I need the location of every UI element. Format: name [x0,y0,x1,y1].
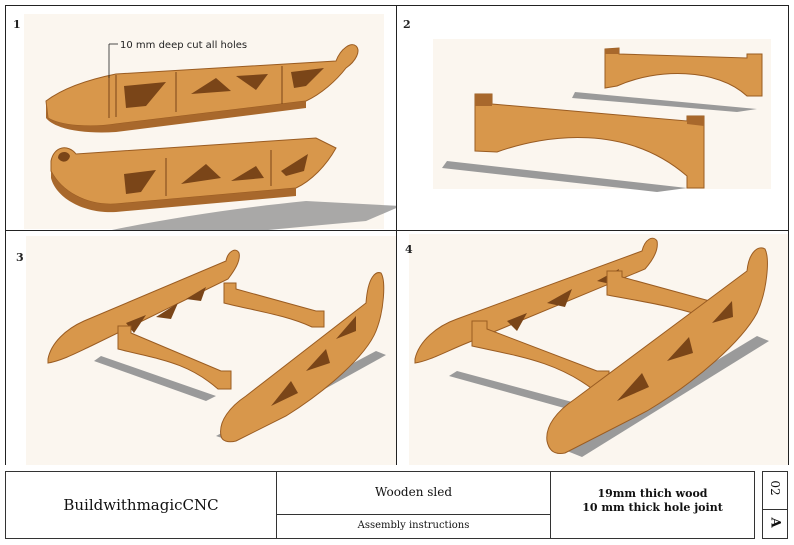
top-side-rail [45,44,359,127]
bottom-rail-hole [281,154,308,176]
author-name: BuildwithmagicCNC [63,496,219,514]
bottom-side-rail-edge [51,171,296,213]
back-rail-hole [507,313,527,331]
front-crossbar-tenon [475,94,492,106]
rear-crossbar [223,282,325,328]
title-block-sheet-title-cell [276,514,551,539]
spec-line-1: 19mm thich wood [597,487,708,500]
frame-horizontal-divider [5,230,789,231]
front-rail-hole [336,316,356,339]
assembly-shadow [94,356,216,401]
top-side-rail-edge [46,101,306,133]
bottom-rail-hole [181,164,221,184]
front-crossbar [117,325,232,390]
frame-top [5,5,789,6]
title-block: BuildwithmagicCNC Wooden sled Assembly i… [5,471,788,539]
panel-2-illustration [433,39,771,192]
sheet-number: 02 [768,480,782,496]
title-block-sheet-divider [762,509,788,510]
annotation-label: 10 mm deep cut all holes [120,40,247,51]
frame-left [5,5,6,465]
frame-right [788,5,789,465]
back-rail-hole [186,287,206,301]
panel-3: 3 [6,231,396,465]
panel-4: 4 [397,231,788,465]
panel-4-illustration [409,234,788,465]
front-rail-hole [667,337,693,361]
panel-2-number: 2 [403,18,411,31]
back-rail-hole [156,303,178,319]
front-rail-hole [712,301,733,323]
rails-shadow [111,201,396,230]
sheet-size: A [767,517,783,528]
back-crossbar-tenon [605,48,619,54]
front-rail-hole [306,349,330,371]
sheet-title: Assembly instructions [357,520,470,531]
bottom-rail-hole [231,166,264,181]
top-rail-hole [191,78,231,94]
front-rail-hole [617,373,649,401]
title-block-spec-cell [550,471,755,539]
front-crossbar [471,320,610,392]
front-crossbar-tenon [687,116,704,126]
sled-shadow [449,371,587,411]
panel-3-number: 3 [16,251,24,264]
panel-1-illustration: 10 mm deep cut all holes [24,14,396,230]
bottom-rail-curl [58,152,70,162]
project-name: Wooden sled [374,485,453,499]
spec-line-2: 10 mm thick hole joint [582,501,723,514]
front-rail-hole [271,381,298,406]
title-block-sheet-cell [762,471,788,539]
panel-3-illustration [26,236,396,465]
front-side-rail [220,272,385,443]
crossbar-shadow [572,92,757,112]
panel-1: 1 10 mm deep cut all holes [6,6,396,230]
title-block-author-cell [5,471,277,539]
back-side-rail [47,249,240,364]
front-side-rail [546,247,768,454]
top-rail-hole [124,82,166,108]
crossbar-shadow [442,161,687,192]
top-rail-hole [291,68,324,88]
frame-vertical-divider [396,5,397,465]
panel-2: 2 [397,6,788,230]
panel-1-number: 1 [13,18,21,31]
back-rail-hole [547,289,572,307]
back-crossbar [604,47,763,97]
top-rail-hole [236,74,268,90]
bottom-rail-hole [124,170,156,194]
panel-4-number: 4 [405,243,413,256]
